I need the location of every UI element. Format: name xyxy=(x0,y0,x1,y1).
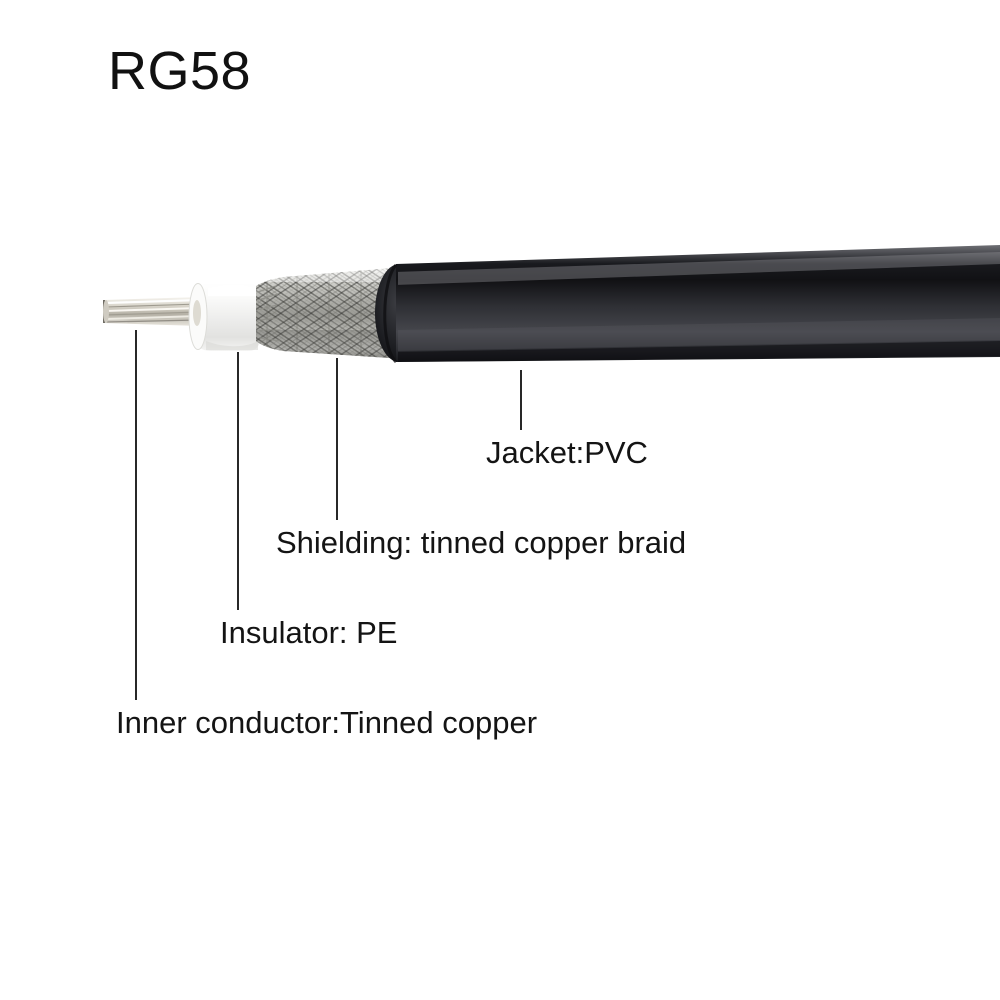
conductor-strand xyxy=(104,311,200,316)
braid-pick xyxy=(328,268,330,358)
braid-weave xyxy=(256,268,404,358)
braid-fray xyxy=(256,285,281,342)
pe-highlight xyxy=(208,285,258,296)
jacket-layer xyxy=(375,245,1000,364)
jacket-highlight xyxy=(398,252,1000,285)
conductor-strand xyxy=(105,319,199,323)
braid-pick xyxy=(266,268,268,358)
callout-label-jacket: Jacket:PVC xyxy=(486,435,648,470)
braid-pick xyxy=(296,268,298,358)
insulator-layer xyxy=(188,283,260,351)
jacket-barrel xyxy=(396,245,1000,362)
jacket-bottom-shadow xyxy=(398,341,1000,362)
conductor-strand xyxy=(104,303,200,308)
callout-label-inner-conductor: Inner conductor:Tinned copper xyxy=(116,705,538,740)
pe-dielectric-sleeve xyxy=(196,283,260,351)
conductor-end-face xyxy=(103,300,109,323)
jacket-lower-sheen xyxy=(398,318,1000,351)
braid-pick xyxy=(360,268,362,358)
callout-label-shielding: Shielding: tinned copper braid xyxy=(276,525,687,560)
shielding-layer xyxy=(256,268,404,358)
pe-shadow xyxy=(206,341,258,350)
callout-label-insulator: Insulator: PE xyxy=(220,615,398,650)
conductor-strand xyxy=(104,307,200,312)
page-title: RG58 xyxy=(108,41,252,101)
inner-conductor-layer xyxy=(103,297,200,326)
jacket-shading xyxy=(398,252,1000,362)
conductor-strand xyxy=(104,298,200,305)
cable-body xyxy=(103,245,1000,364)
callout-leader-lines xyxy=(135,330,522,700)
conductor-strand xyxy=(104,315,200,320)
jacket-rim xyxy=(383,263,398,364)
pe-conductor-bore xyxy=(193,300,201,326)
